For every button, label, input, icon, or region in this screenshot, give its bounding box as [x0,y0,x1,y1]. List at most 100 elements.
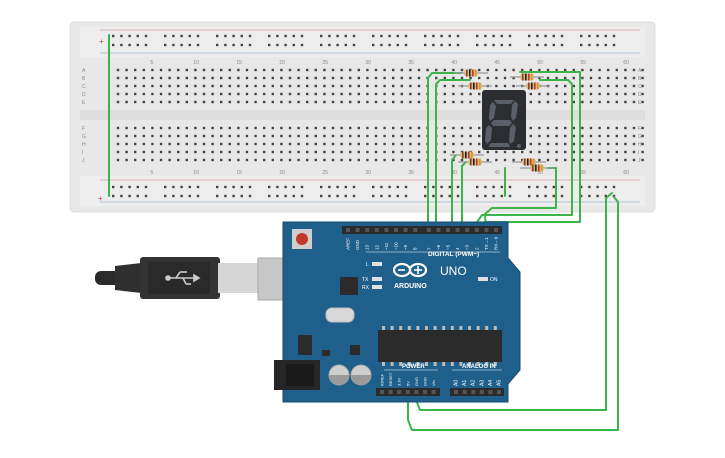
rail-hole[interactable] [196,34,200,38]
digital-pin-hole[interactable] [394,228,398,232]
terminal-hole[interactable] [478,100,481,104]
rail-hole[interactable] [128,34,131,38]
terminal-hole[interactable] [331,84,335,88]
rail-hole[interactable] [232,43,235,47]
terminal-hole[interactable] [245,92,249,96]
terminal-hole[interactable] [417,142,421,146]
terminal-hole[interactable] [331,92,335,96]
terminal-hole[interactable] [460,134,464,138]
terminal-hole[interactable] [202,150,206,154]
terminal-hole[interactable] [598,100,601,104]
terminal-hole[interactable] [589,68,593,72]
terminal-hole[interactable] [564,84,567,88]
terminal-hole[interactable] [366,92,369,96]
rail-hole[interactable] [380,43,383,47]
terminal-hole[interactable] [237,68,240,72]
rail-hole[interactable] [284,194,287,198]
terminal-hole[interactable] [607,76,610,80]
rail-hole[interactable] [560,194,564,198]
rail-hole[interactable] [484,34,487,38]
rail-hole[interactable] [432,185,435,189]
resistor[interactable] [454,69,488,77]
terminal-hole[interactable] [297,150,300,154]
terminal-hole[interactable] [185,76,188,80]
terminal-hole[interactable] [125,142,128,146]
terminal-hole[interactable] [581,76,584,80]
terminal-hole[interactable] [159,150,163,154]
rail-hole[interactable] [352,185,356,189]
terminal-hole[interactable] [572,76,575,80]
rail-hole[interactable] [372,34,375,38]
terminal-hole[interactable] [632,100,636,104]
terminal-hole[interactable] [228,76,231,80]
rail-hole[interactable] [248,43,252,47]
resistors[interactable] [450,69,554,172]
terminal-hole[interactable] [263,150,266,154]
terminal-hole[interactable] [478,142,481,146]
rail-hole[interactable] [328,43,331,47]
terminal-hole[interactable] [185,150,188,154]
terminal-hole[interactable] [486,76,489,80]
rail-hole[interactable] [164,194,167,198]
terminal-hole[interactable] [443,76,446,80]
rail-hole[interactable] [172,194,175,198]
terminal-hole[interactable] [211,134,214,138]
terminal-hole[interactable] [220,134,223,138]
terminal-hole[interactable] [271,68,274,72]
terminal-hole[interactable] [314,92,317,96]
rail-hole[interactable] [604,194,607,198]
terminal-hole[interactable] [220,84,223,88]
terminal-hole[interactable] [357,84,360,88]
terminal-hole[interactable] [288,150,292,154]
terminal-hole[interactable] [443,134,446,138]
rail-hole[interactable] [372,194,375,198]
rail-hole[interactable] [484,194,487,198]
terminal-hole[interactable] [572,134,575,138]
terminal-hole[interactable] [374,100,378,104]
rail-hole[interactable] [432,43,435,47]
terminal-hole[interactable] [323,92,326,96]
rail-hole[interactable] [120,194,123,198]
rail-hole[interactable] [188,43,191,47]
terminal-hole[interactable] [572,158,575,162]
terminal-hole[interactable] [417,158,421,162]
terminal-hole[interactable] [134,92,137,96]
terminal-hole[interactable] [632,158,636,162]
terminal-hole[interactable] [349,158,352,162]
resistor[interactable] [510,73,544,81]
terminal-hole[interactable] [546,150,550,154]
rail-hole[interactable] [144,185,148,189]
terminal-hole[interactable] [263,92,266,96]
terminal-hole[interactable] [357,68,360,72]
terminal-hole[interactable] [349,126,352,130]
terminal-hole[interactable] [349,100,352,104]
terminal-hole[interactable] [340,126,343,130]
terminal-hole[interactable] [314,150,317,154]
terminal-hole[interactable] [357,92,360,96]
rail-hole[interactable] [536,34,539,38]
rail-hole[interactable] [492,43,495,47]
reset-button-cap[interactable] [296,233,308,245]
rail-hole[interactable] [484,185,487,189]
terminal-hole[interactable] [168,84,171,88]
rail-hole[interactable] [128,43,131,47]
rail-hole[interactable] [588,43,591,47]
rail-hole[interactable] [588,185,591,189]
rail-hole[interactable] [112,185,115,189]
terminal-hole[interactable] [116,142,120,146]
terminal-hole[interactable] [194,92,197,96]
rail-hole[interactable] [388,185,391,189]
rail-hole[interactable] [544,194,547,198]
analog-pin-hole[interactable] [497,390,501,394]
terminal-hole[interactable] [495,68,498,72]
terminal-hole[interactable] [495,76,498,80]
terminal-hole[interactable] [228,84,231,88]
terminal-hole[interactable] [297,126,300,130]
terminal-hole[interactable] [383,150,386,154]
terminal-hole[interactable] [641,84,644,88]
terminal-hole[interactable] [125,126,128,130]
rail-hole[interactable] [112,34,115,38]
terminal-hole[interactable] [383,158,386,162]
